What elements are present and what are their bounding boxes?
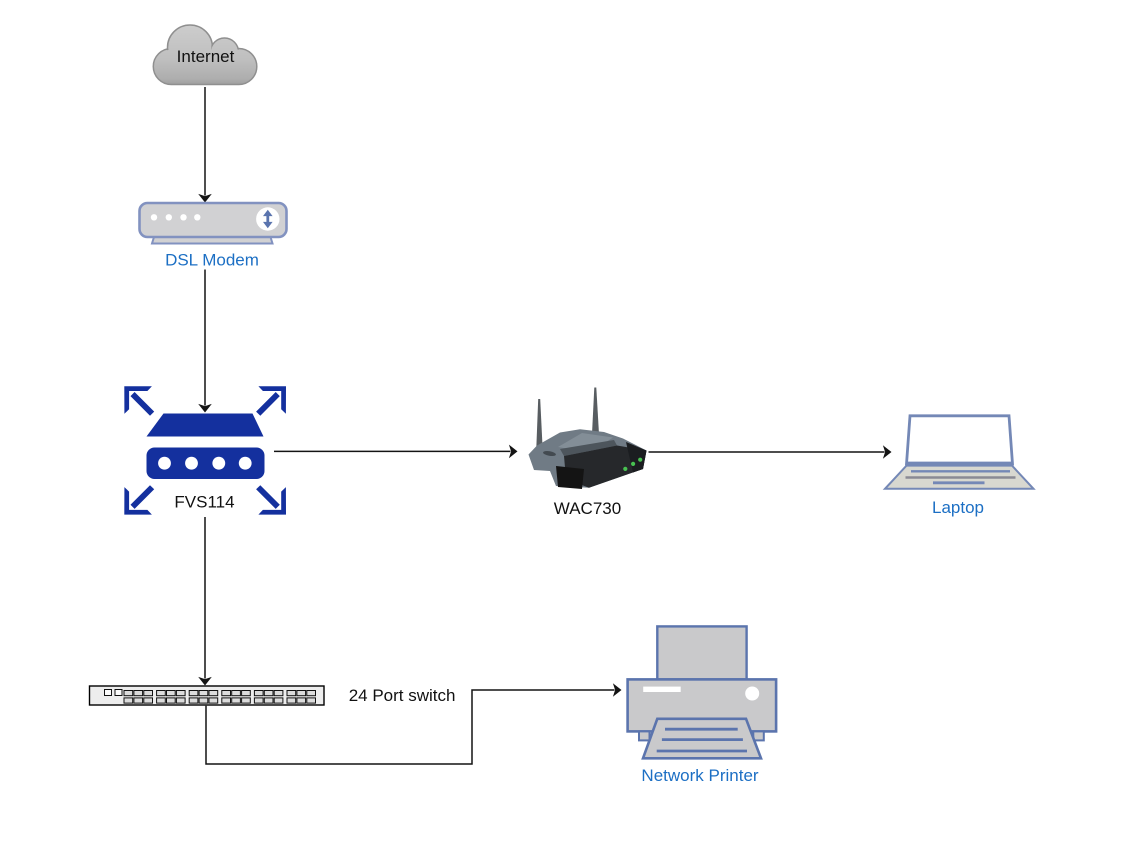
svg-text:WAC730: WAC730 [554,499,621,518]
svg-text:24 Port switch: 24 Port switch [349,686,456,705]
svg-text:DSL Modem: DSL Modem [165,251,259,270]
svg-text:Internet: Internet [177,47,235,66]
svg-text:FVS114: FVS114 [174,493,234,512]
svg-text:Network Printer: Network Printer [641,766,758,785]
svg-text:Laptop: Laptop [932,498,984,517]
